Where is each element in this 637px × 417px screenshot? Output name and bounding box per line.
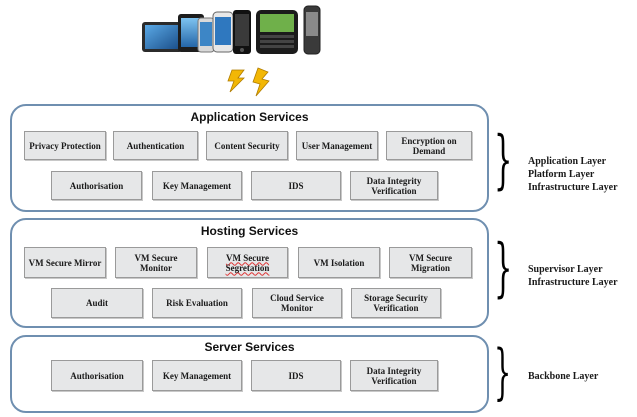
service-privacy-protection: Privacy Protection xyxy=(24,131,106,160)
server-services-title: Server Services xyxy=(204,340,295,354)
service-vm-secure-mirror: VM Secure Mirror xyxy=(24,247,106,278)
server-layer-brace: } xyxy=(494,337,512,407)
service-authentication: Authentication xyxy=(113,131,198,160)
application-services-title: Application Services xyxy=(190,110,309,124)
layer-label: Infrastructure Layer xyxy=(528,277,618,288)
service-ids: IDS xyxy=(251,171,341,200)
service-key-management: Key Management xyxy=(152,171,242,200)
service-audit: Audit xyxy=(51,288,143,318)
service-vm-isolation: VM Isolation xyxy=(298,247,380,278)
service-authorisation: Authorisation xyxy=(51,360,143,391)
layer-label: Platform Layer xyxy=(528,169,595,180)
service-content-security: Content Security xyxy=(206,131,288,160)
service-vm-secure-migration: VM Secure Migration xyxy=(389,247,472,278)
service-encryption-on-demand: Encryption on Demand xyxy=(386,131,472,160)
service-vm-secure-segretation: VM Secure Segretation xyxy=(207,247,288,278)
hosting-services-title: Hosting Services xyxy=(200,224,299,238)
service-data-integrity-verification: Data Integrity Verification xyxy=(350,171,438,200)
application-layer-brace: } xyxy=(494,123,513,197)
service-cloud-service-monitor: Cloud Service Monitor xyxy=(252,288,342,318)
service-user-management: User Management xyxy=(296,131,378,160)
application-layer-labels: Application Layer Platform Layer Infrast… xyxy=(528,155,618,194)
layer-label: Infrastructure Layer xyxy=(528,182,618,193)
mobile-devices-icon xyxy=(142,5,321,55)
service-vm-secure-monitor: VM Secure Monitor xyxy=(115,247,197,278)
hosting-services-panel: Hosting Services VM Secure Mirror VM Sec… xyxy=(10,218,489,328)
layer-label: Supervisor Layer xyxy=(528,264,603,275)
lightning-bolt-icon xyxy=(227,67,270,97)
service-authorisation: Authorisation xyxy=(51,171,142,200)
hosting-layer-labels: Supervisor Layer Infrastructure Layer xyxy=(528,263,618,289)
server-services-panel: Server Services Authorisation Key Manage… xyxy=(10,335,489,413)
service-ids: IDS xyxy=(251,360,341,391)
layer-label: Backbone Layer xyxy=(528,371,599,382)
layer-label: Application Layer xyxy=(528,156,607,167)
service-data-integrity-verification: Data Integrity Verification xyxy=(350,360,438,391)
service-risk-evaluation: Risk Evaluation xyxy=(152,288,242,318)
service-storage-security-verification: Storage Security Verification xyxy=(351,288,441,318)
application-services-panel: Application Services Privacy Protection … xyxy=(10,104,489,212)
server-layer-labels: Backbone Layer xyxy=(528,370,598,383)
hosting-layer-brace: } xyxy=(494,231,513,305)
service-key-management: Key Management xyxy=(152,360,242,391)
